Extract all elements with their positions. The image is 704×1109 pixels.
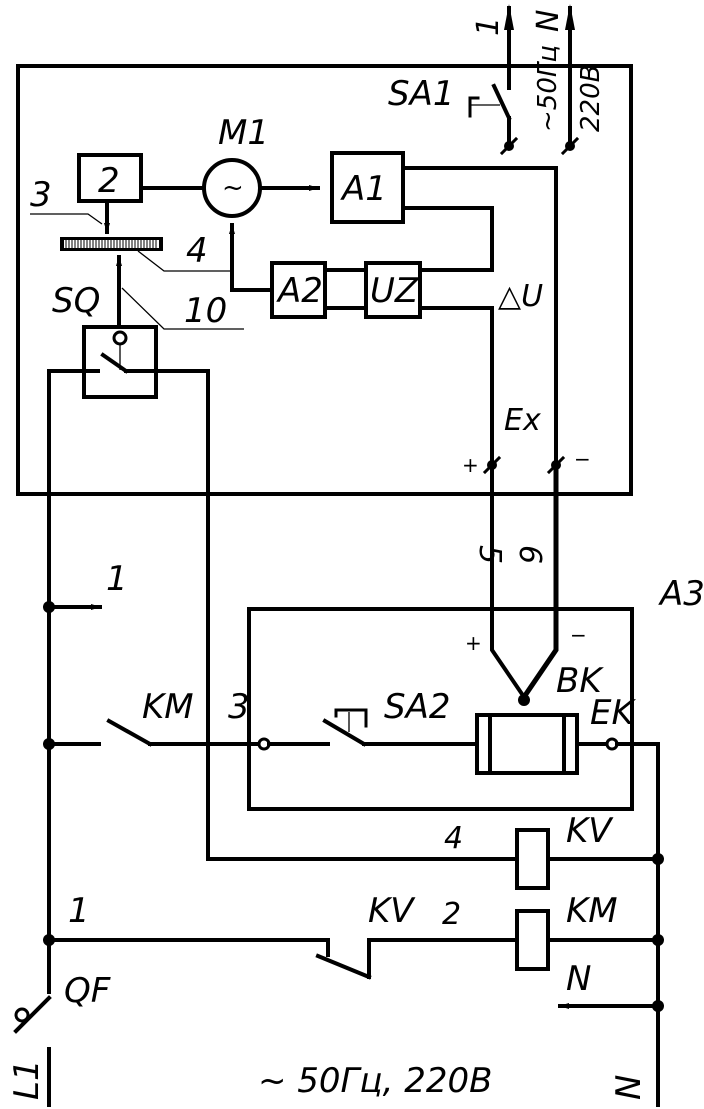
a2-to-motor-wire xyxy=(229,223,274,292)
l1-label: L1 xyxy=(7,1059,47,1100)
node-3-label: 3 xyxy=(228,687,250,727)
motor-label: M1 xyxy=(218,113,269,153)
uz-label: UZ xyxy=(370,271,419,311)
kv-contact-label: KV xyxy=(368,891,416,931)
node-1-arrow-label: 1 xyxy=(106,559,128,599)
km-contact[interactable] xyxy=(106,718,153,747)
thermo-unit-a3-border xyxy=(247,607,634,811)
breaker-qf[interactable] xyxy=(13,994,54,1107)
junction-icon xyxy=(652,853,664,865)
sa1-label: SA1 xyxy=(388,74,454,114)
kv-contact[interactable] xyxy=(315,953,372,980)
top-phase-label: 1 xyxy=(471,17,506,36)
breaker-trip-icon xyxy=(14,1007,30,1023)
kv-contact-to-km-coil-wire xyxy=(367,938,519,979)
wire-5-label: 5 xyxy=(472,545,507,564)
contactor-coil-km xyxy=(515,909,550,971)
amplifier-a1 xyxy=(330,151,405,224)
neutral-arrow-label: N xyxy=(566,959,591,999)
top-supply-lines: 1 N ~50Гц 220В xyxy=(471,4,606,147)
supply-caption: ~ 50Гц, 220В xyxy=(258,1061,492,1101)
junction-icon xyxy=(43,738,55,750)
block-2-label: 2 xyxy=(98,161,120,201)
bottom-neutral-label: N xyxy=(609,1075,649,1100)
bk-label: BK xyxy=(556,661,604,701)
sa2-label: SA2 xyxy=(384,687,450,727)
a2-label: A2 xyxy=(276,271,323,311)
sq-to-kv-wire xyxy=(124,369,519,861)
ex-plus-label: + xyxy=(462,453,479,477)
tc-plus-label: + xyxy=(465,631,482,655)
block-2 xyxy=(77,153,143,203)
leader-10-label: 10 xyxy=(184,291,227,331)
switch-sa2[interactable] xyxy=(322,708,368,747)
sa1-terminals xyxy=(499,136,580,156)
ex-label: Ex xyxy=(504,403,541,438)
leader-3-label: 3 xyxy=(30,175,52,215)
top-neutral-arrow-icon xyxy=(565,4,575,30)
limit-switch-sq[interactable] xyxy=(82,325,158,399)
uz-to-ex-plus-wire xyxy=(418,306,494,468)
phase-to-sq-wire xyxy=(47,369,100,1107)
motor-symbol: ~ xyxy=(222,173,244,203)
wire-5 xyxy=(490,464,527,700)
a3-label: A3 xyxy=(658,574,704,614)
leader-10-line xyxy=(121,287,244,330)
neutral-bus xyxy=(615,742,660,1107)
a1-to-uz-wire xyxy=(401,206,494,272)
sq-actuator-icon xyxy=(112,330,128,346)
wire-6 xyxy=(520,463,559,701)
a1-to-ex-minus-wire xyxy=(401,166,558,468)
km-contact-label: KM xyxy=(142,687,194,727)
wire-4-label: 4 xyxy=(444,821,463,856)
ex-terminals xyxy=(482,455,566,475)
slide-wire-scale xyxy=(60,237,163,251)
converter-uz xyxy=(364,261,422,319)
kv-coil-label: KV xyxy=(566,811,614,851)
junction-icon xyxy=(652,934,664,946)
a1-label: A1 xyxy=(340,169,387,209)
ex-minus-label: − xyxy=(574,447,591,471)
tc-minus-label: − xyxy=(570,623,587,647)
top-phase-arrow-icon xyxy=(504,4,514,30)
node-1-label: 1 xyxy=(68,891,90,931)
top-neutral-label: N xyxy=(531,10,566,32)
leader-4-label: 4 xyxy=(186,231,208,271)
delta-u-label: △U xyxy=(498,279,543,314)
km-coil-label: KM xyxy=(566,891,618,931)
thermocouple-junction-icon xyxy=(518,694,530,706)
wire-6-label: 6 xyxy=(512,545,547,564)
leader-4-line xyxy=(137,250,230,272)
phase-to-kv-contact-wire xyxy=(47,938,330,957)
relay-coil-kv xyxy=(515,828,550,890)
upper-unit-border xyxy=(16,64,633,496)
qf-label: QF xyxy=(64,971,111,1011)
sq-contact xyxy=(100,352,129,374)
top-freq-label: ~50Гц xyxy=(533,45,563,132)
switch-sa1[interactable]: SA1 xyxy=(388,74,512,147)
wire-2-label: 2 xyxy=(442,897,461,932)
sq-label: SQ xyxy=(52,281,100,321)
leader-3-line xyxy=(30,213,103,225)
top-voltage-label: 220В xyxy=(576,65,606,132)
ek-label: EK xyxy=(590,693,636,733)
